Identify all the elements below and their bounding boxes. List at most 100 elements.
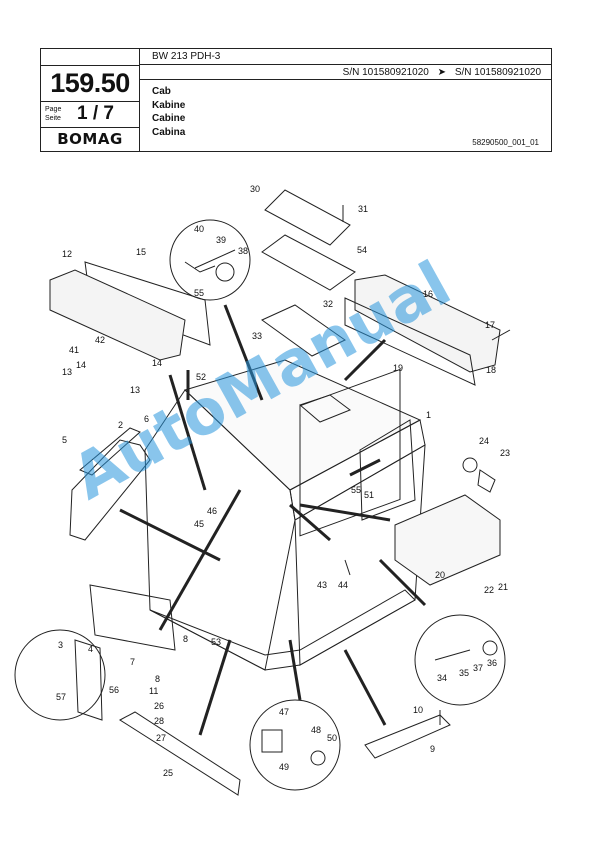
name-fr: Cabine <box>152 113 186 124</box>
cab-roof <box>184 359 422 491</box>
page-label-en: Page <box>45 106 62 113</box>
callout-22: 22 <box>484 585 494 595</box>
page-of: 1 / 7 <box>77 103 114 124</box>
latch-strip <box>74 639 103 721</box>
callout-23: 23 <box>500 448 510 458</box>
front-console <box>49 269 186 361</box>
callout-47: 47 <box>279 707 289 717</box>
callout-4: 4 <box>88 644 93 654</box>
blank-cell <box>41 49 139 66</box>
callout-9: 9 <box>430 744 435 754</box>
callout-26: 26 <box>154 701 164 711</box>
name-en: Cab <box>152 86 171 97</box>
callout-13: 13 <box>62 367 72 377</box>
serial-to: S/N 101580921020 <box>454 67 541 78</box>
detail-circle-hinge <box>169 219 251 301</box>
page-number: 159.50 <box>41 65 139 102</box>
callout-12: 12 <box>62 249 72 259</box>
callout-18: 18 <box>486 365 496 375</box>
model-name: BW 213 PDH-3 <box>140 49 551 65</box>
callout-37: 37 <box>473 663 483 673</box>
callout-20: 20 <box>435 570 445 580</box>
title-block: 159.50 Page Seite 1 / 7 BOMAG BW 213 PDH… <box>40 48 552 152</box>
page-id-column: 159.50 Page Seite 1 / 7 BOMAG <box>41 49 140 151</box>
serial-range: S/N 101580921020 ➤ S/N 101580921020 <box>140 65 551 80</box>
handle-washer <box>482 640 498 656</box>
name-de: Kabine <box>152 99 186 111</box>
arrow-roof-left <box>223 304 264 401</box>
part-names: Cab Kabine Cabine Cabina <box>152 85 185 139</box>
grid-panel <box>261 304 346 357</box>
callout-8: 8 <box>183 634 188 644</box>
callout-54: 54 <box>357 245 367 255</box>
arrow-right-icon: ➤ <box>437 67 447 78</box>
callout-45: 45 <box>194 519 204 529</box>
callout-7: 7 <box>130 657 135 667</box>
arrow-lock <box>288 639 302 701</box>
callout-14: 14 <box>76 360 86 370</box>
lock-knob <box>310 750 326 766</box>
callout-30: 30 <box>250 184 260 194</box>
callout-11: 11 <box>149 686 158 696</box>
cab-base <box>149 589 416 671</box>
callout-28: 28 <box>154 716 164 726</box>
left-rail <box>119 711 241 796</box>
callout-36: 36 <box>487 658 497 668</box>
callout-13: 13 <box>130 385 140 395</box>
callout-42: 42 <box>95 335 105 345</box>
callout-40: 40 <box>194 224 204 234</box>
callout-2: 2 <box>118 420 123 430</box>
knob-24 <box>462 457 478 473</box>
callout-55: 55 <box>194 288 204 298</box>
arrow-roof-right <box>343 338 387 382</box>
callout-19: 19 <box>393 363 403 373</box>
arrow-lower-panel <box>158 489 242 631</box>
callout-10: 10 <box>413 705 423 715</box>
lock-block <box>261 729 283 753</box>
title-info: BW 213 PDH-3 S/N 101580921020 ➤ S/N 1015… <box>140 49 551 151</box>
callout-39: 39 <box>216 235 226 245</box>
grab-handle-51 <box>349 458 381 477</box>
callout-48: 48 <box>311 725 321 735</box>
roof-hatch <box>264 189 351 246</box>
arrow-rail-right <box>343 649 387 726</box>
rear-console <box>354 274 501 373</box>
page-label-de: Seite <box>45 115 61 122</box>
callout-41: 41 <box>69 345 79 355</box>
lower-panel <box>89 584 176 651</box>
name-es: Cabina <box>152 126 186 138</box>
detail-circle-handle <box>414 614 506 706</box>
callout-49: 49 <box>279 762 289 772</box>
arrow-rail-left <box>198 639 232 736</box>
callout-44: 44 <box>338 580 348 590</box>
callout-57: 57 <box>56 692 66 702</box>
arrow-console <box>168 374 207 491</box>
bolt-17 <box>491 329 511 341</box>
bolt-44 <box>344 559 351 576</box>
callout-55: 55 <box>351 485 361 495</box>
callout-3: 3 <box>58 640 63 650</box>
detail-circle-latch <box>14 629 106 721</box>
callout-14: 14 <box>152 358 162 368</box>
callout-38: 38 <box>238 246 248 256</box>
left-window-pane <box>69 427 151 541</box>
rear-seal-strip <box>344 297 476 386</box>
switch-panel <box>394 494 501 586</box>
door-window <box>299 368 401 537</box>
callout-31: 31 <box>358 204 368 214</box>
arrow-handle <box>378 558 427 607</box>
callout-15: 15 <box>136 247 146 257</box>
bomag-logo: BOMAG <box>57 130 123 148</box>
callout-21: 21 <box>498 582 508 592</box>
page-row: Page Seite 1 / 7 <box>41 102 139 128</box>
callout-27: 27 <box>156 733 166 743</box>
callout-53: 53 <box>211 637 221 647</box>
callout-33: 33 <box>252 331 262 341</box>
page-label: Page Seite <box>45 105 61 123</box>
callout-35: 35 <box>459 668 469 678</box>
callout-17: 17 <box>485 320 495 330</box>
callout-1: 1 <box>426 410 431 420</box>
knob-23 <box>477 469 496 493</box>
callout-8: 8 <box>155 674 160 684</box>
